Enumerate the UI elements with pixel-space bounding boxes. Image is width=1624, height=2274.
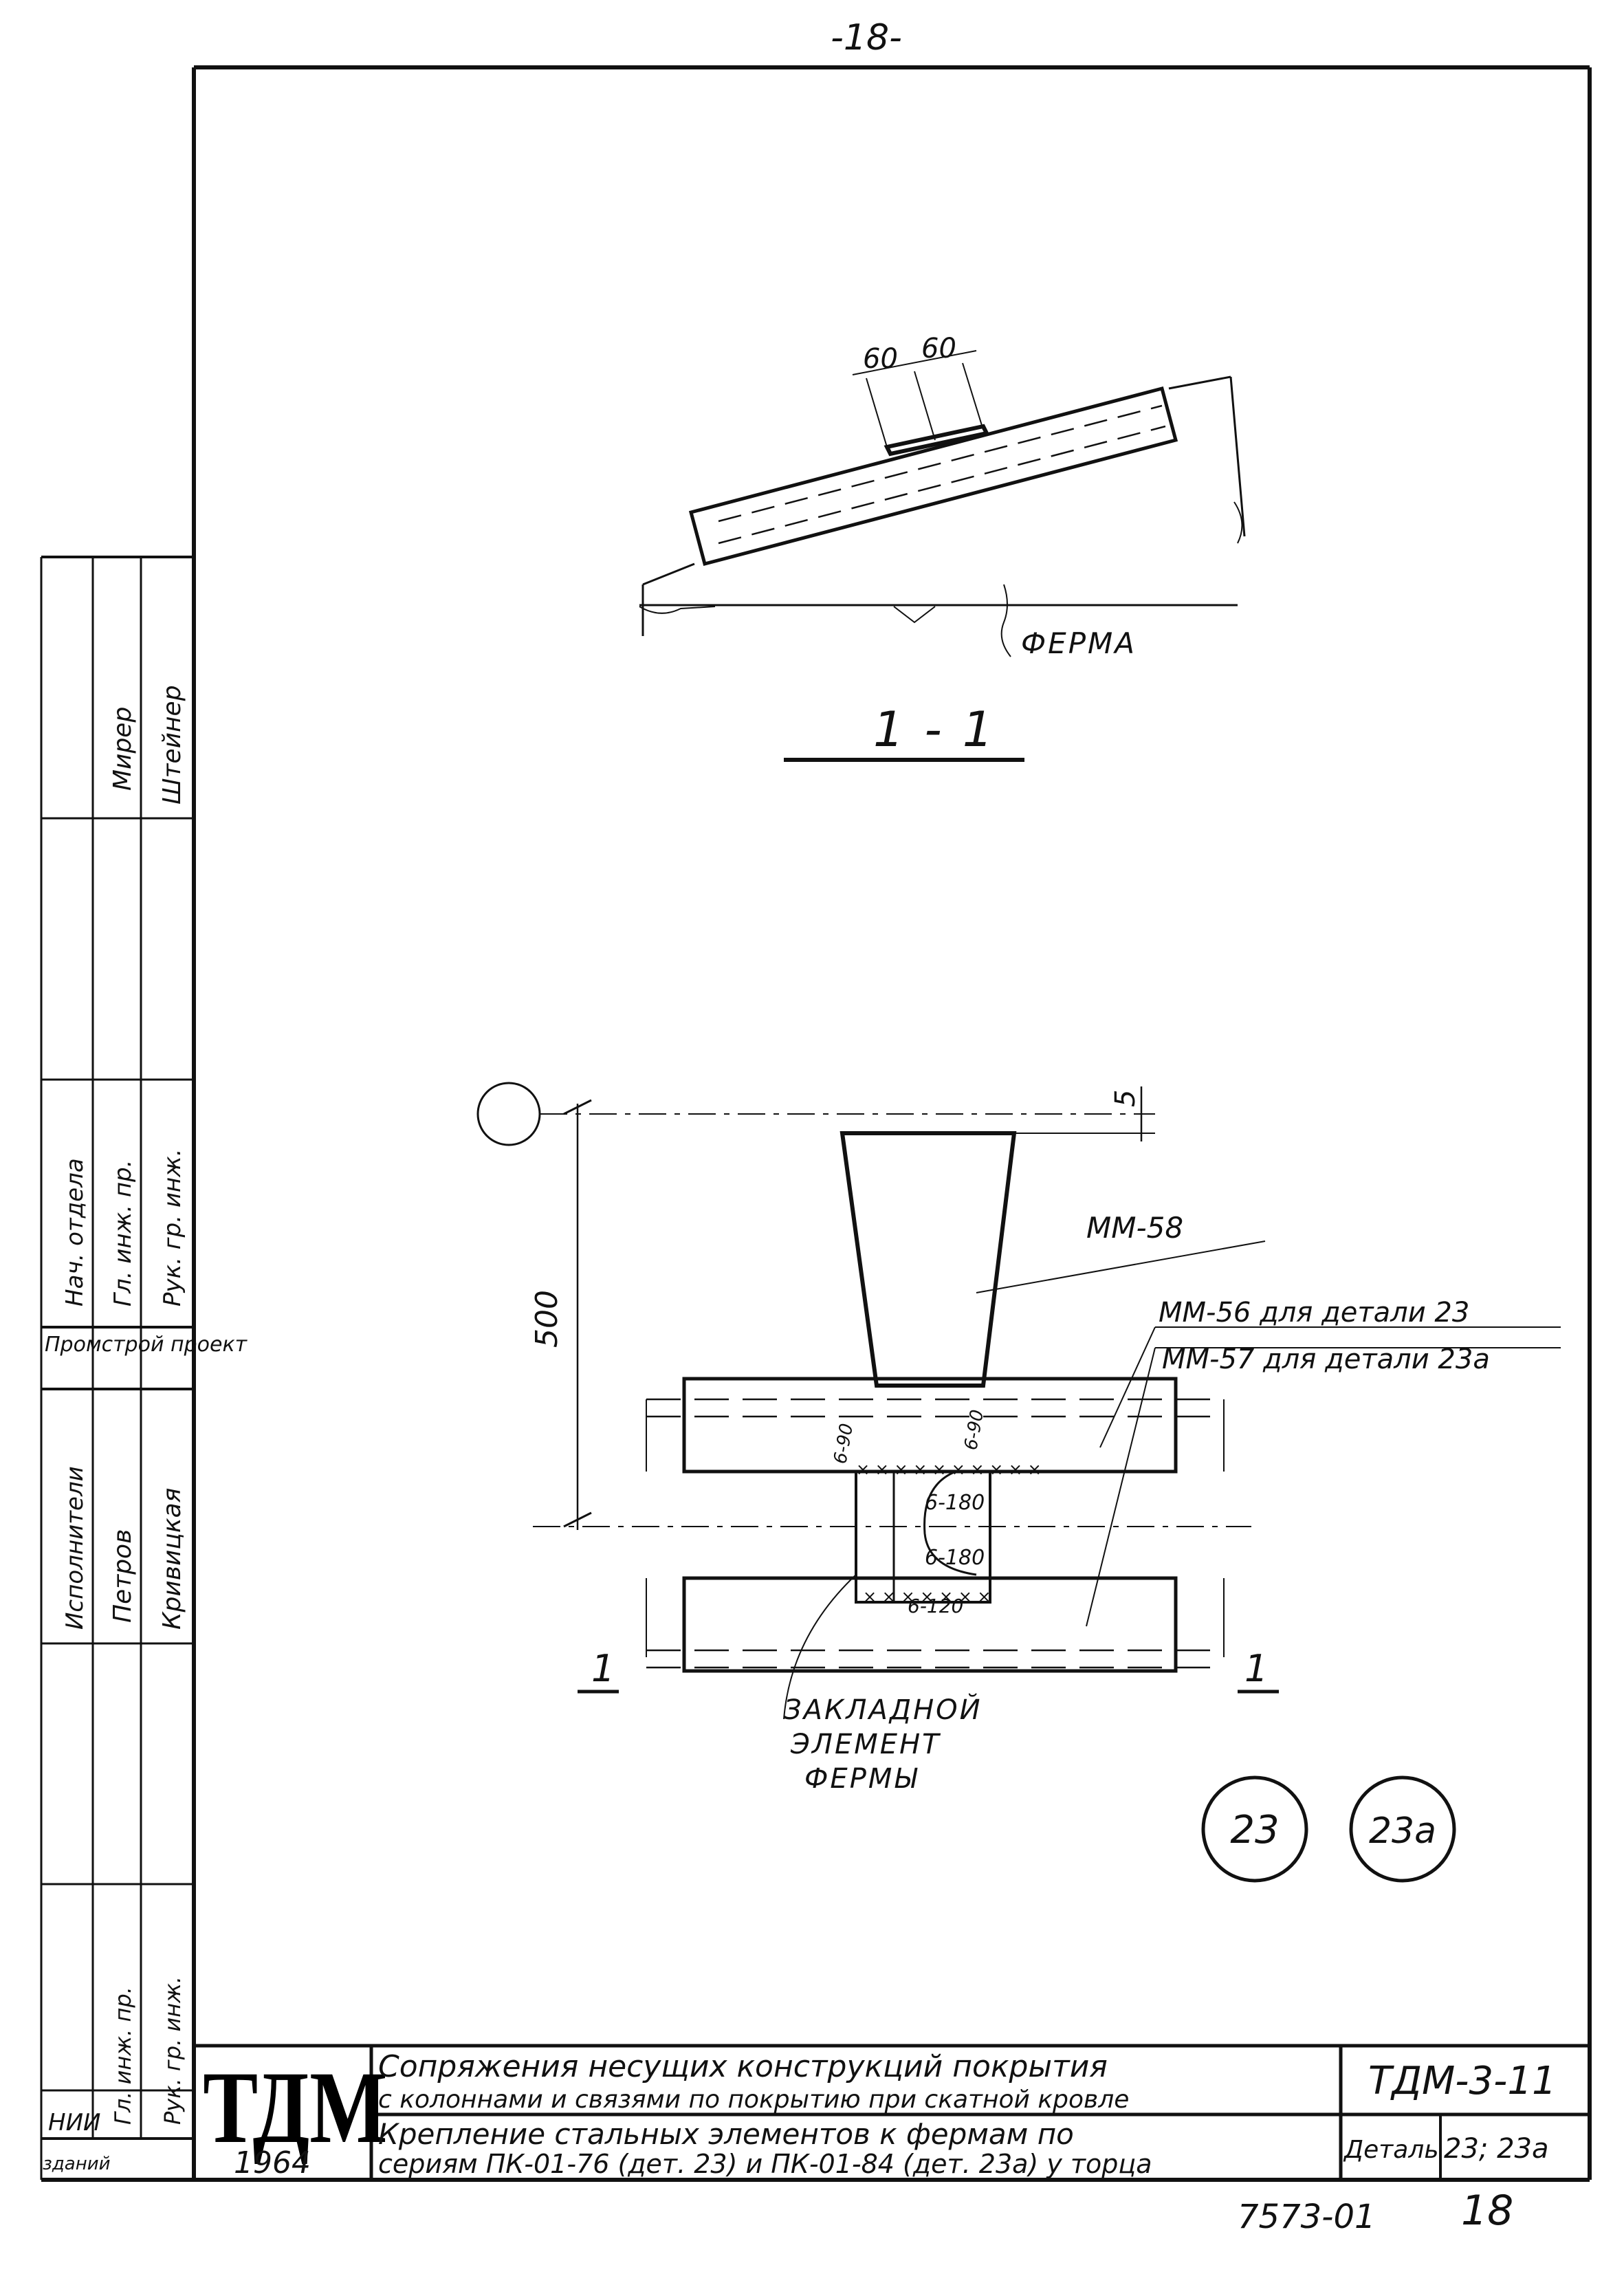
sheet-code: 7573-01 [1238, 2198, 1376, 2236]
cut-mark-right: 1 [1244, 1647, 1268, 1690]
weld-label: 6-90 [830, 1422, 857, 1465]
stamp-org: Промстрой проект [45, 1333, 248, 1357]
side-stamp [40, 556, 194, 2180]
stamp-role: Рук. гр. инж. [160, 1976, 186, 2125]
title-line-1: Сопряжения несущих конструкций покрытия [378, 2049, 1108, 2084]
stamp-org: зданий [43, 2154, 111, 2174]
truss-label: ФЕРМА [1021, 626, 1137, 660]
stamp-name: Кривицкая [158, 1488, 186, 1630]
label-mm-58: ММ-58 [1086, 1211, 1183, 1245]
label-mm-57: ММ-57 для детали 23а [1162, 1344, 1490, 1375]
stamp-name: Штейнер [158, 685, 186, 805]
stamp-role: Исполнители [61, 1466, 89, 1630]
embedded-element-label: ЭЛЕМЕНТ [790, 1729, 941, 1760]
stamp-name: Мирер [109, 707, 137, 791]
section-title: 1-1 [873, 701, 1013, 758]
embedded-element-label: ЗАКЛАДНОЙ [784, 1693, 983, 1726]
stamp-role: Рук. гр. инж. [159, 1148, 186, 1307]
sheet-frame [41, 65, 1592, 2182]
page-number: -18- [831, 17, 902, 58]
title-block [194, 2044, 1590, 2180]
detail-label: Деталь [1343, 2136, 1439, 2164]
stamp-role: Нач. отдела [61, 1158, 89, 1307]
title-line-2: с колоннами и связями по покрытию при ск… [378, 2086, 1129, 2114]
label-mm-56: ММ-56 для детали 23 [1159, 1297, 1469, 1329]
subtitle-line-2: сериям ПК-01-76 (дет. 23) и ПК-01-84 (де… [378, 2149, 1152, 2179]
detail-values: 23; 23а [1444, 2133, 1549, 2165]
dim-60-right: 60 [921, 333, 956, 364]
detail-badge-23-circle [1201, 1775, 1308, 1883]
stamp-name: Петров [109, 1529, 137, 1623]
drawing-code: ТДМ-3-11 [1368, 2059, 1557, 2103]
cut-mark-left: 1 [591, 1647, 615, 1690]
dim-5: 5 [1110, 1090, 1141, 1107]
section-1-1-drawing [639, 350, 1246, 762]
stamp-org: НИИ [48, 2109, 100, 2136]
axis-marker-circle [476, 1082, 541, 1146]
stamp-role: Гл. инж. пр. [109, 1160, 137, 1307]
weld-label: 6-180 [925, 1491, 985, 1515]
dim-500: 500 [529, 1290, 564, 1348]
year: 1964 [234, 2145, 311, 2180]
svg-text:× × × × × × × × × ×: × × × × × × × × × × [856, 1460, 1042, 1479]
weld-label: 6-120 [908, 1595, 963, 1617]
subtitle-line-1: Крепление стальных элементов к фермам по [378, 2117, 1074, 2151]
weld-label: 6-180 [925, 1546, 985, 1570]
dim-60-left: 60 [863, 343, 898, 375]
stamp-role: Гл. инж. пр. [110, 1987, 136, 2125]
plan-detail-drawing: × × × × × × × × × × × × × × × × × [476, 1082, 1561, 1883]
sheet-number: 18 [1461, 2187, 1513, 2235]
detail-badge-23: 23 [1230, 1808, 1279, 1852]
svg-text:× × × × × × ×: × × × × × × × [863, 1587, 991, 1606]
weld-label: 6-90 [961, 1408, 988, 1452]
logo-tdm: ТДМ [203, 2051, 387, 2165]
detail-badge-23a: 23а [1369, 1811, 1436, 1852]
embedded-element-label: ФЕРМЫ [804, 1763, 919, 1795]
detail-badge-23a-circle [1349, 1775, 1456, 1883]
